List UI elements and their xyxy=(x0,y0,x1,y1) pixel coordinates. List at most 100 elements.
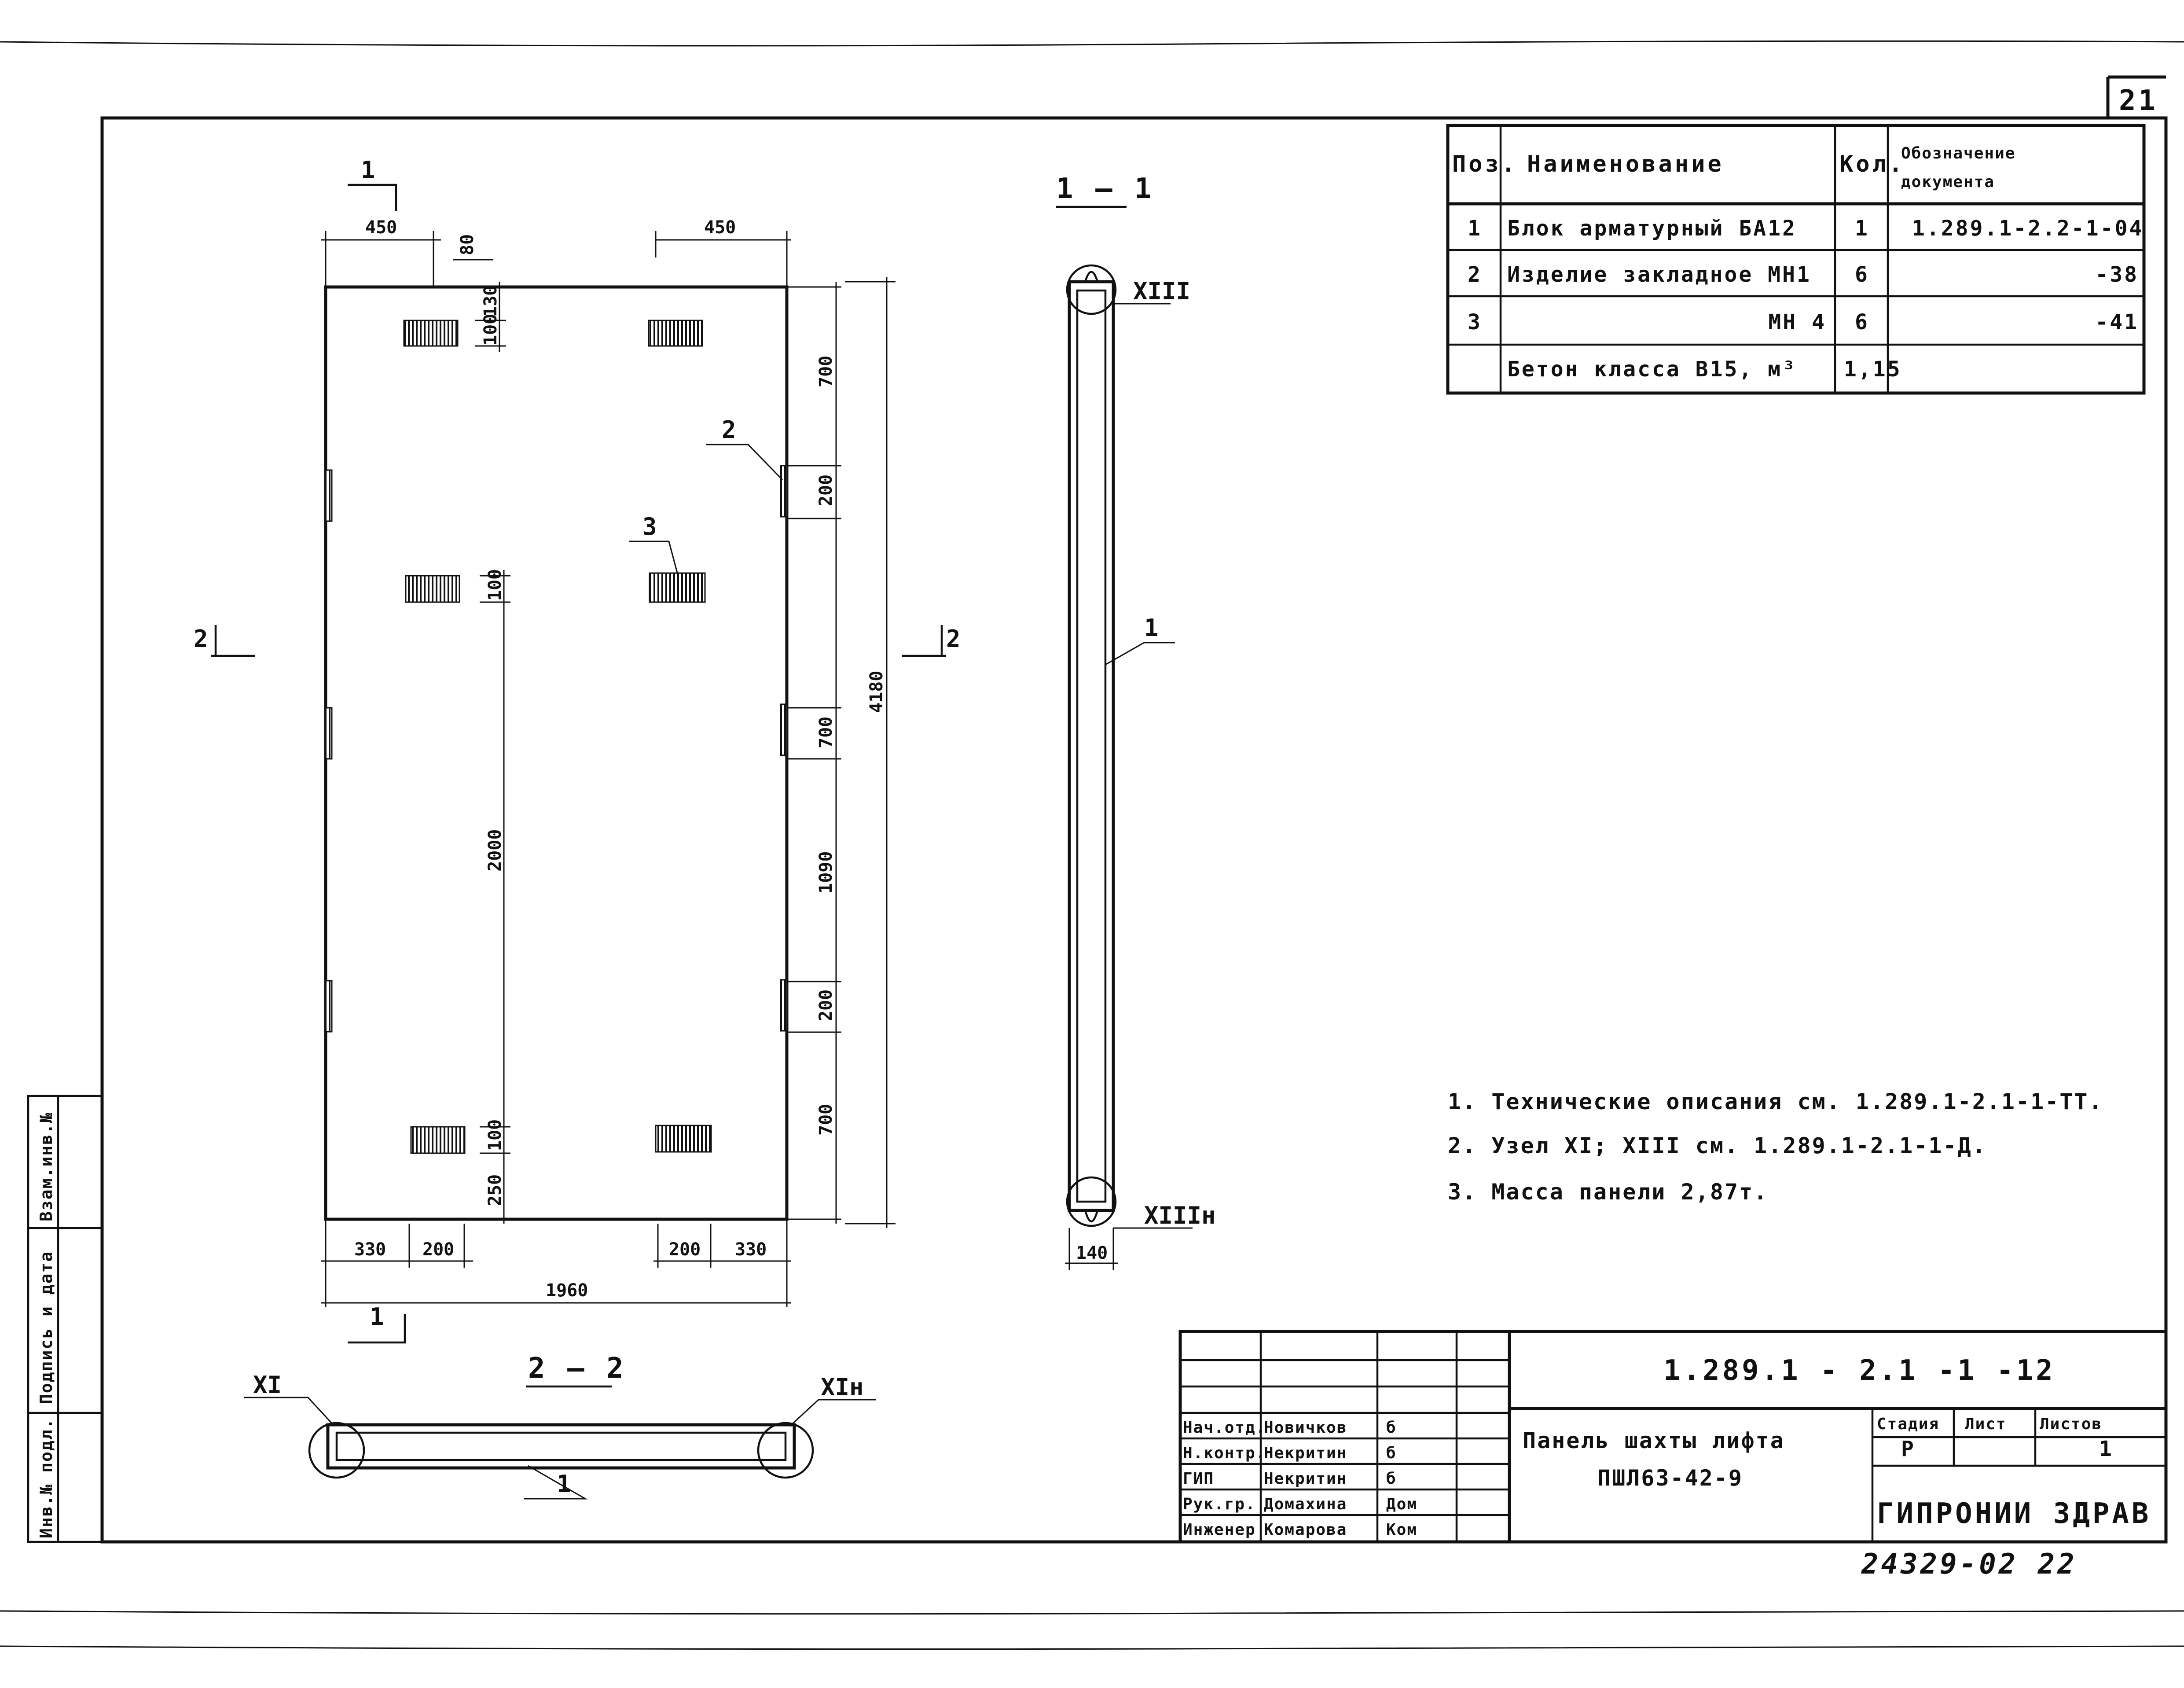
dim-bot-330-right: 330 xyxy=(735,1239,767,1260)
svg-text:1: 1 xyxy=(1144,614,1159,642)
spec-row-pos: 2 xyxy=(1468,262,1482,287)
dim-right-700-b: 700 xyxy=(816,717,836,748)
section-mark-1-top: 1 xyxy=(348,156,397,211)
section-1-1: 1 – 1 XIII XIIIн 1 140 xyxy=(1056,173,1216,1270)
svg-text:Некритин: Некритин xyxy=(1264,1444,1347,1462)
node-xiii-bottom: XIIIн xyxy=(1113,1202,1216,1229)
dim-right-4180: 4180 xyxy=(866,671,887,713)
callout-item-1-section-2: 1 xyxy=(524,1465,588,1500)
svg-text:Рук.гр.: Рук.гр. xyxy=(1183,1495,1256,1513)
svg-text:Домахина: Домахина xyxy=(1264,1495,1347,1513)
side-plate xyxy=(780,703,788,756)
node-xiii-top: XIII xyxy=(1113,277,1190,305)
dim-right-1090: 1090 xyxy=(816,851,836,894)
spec-row-pos: 3 xyxy=(1468,310,1482,335)
section-mark-2-right: 2 xyxy=(902,625,961,657)
svg-text:б: б xyxy=(1386,1419,1397,1437)
svg-text:XI: XI xyxy=(253,1371,282,1399)
section-2-2-title: 2 – 2 xyxy=(528,1352,626,1385)
svg-text:2: 2 xyxy=(946,625,961,653)
staff-row: Н.контр. Некритин б xyxy=(1183,1444,1397,1462)
dim-top-left: 450 xyxy=(365,217,397,238)
spec-row: 1 Блок арматурный БА12 1 1.289.1-2.2-1-0… xyxy=(1468,216,2144,241)
note-3: 3. Масса панели 2,87т. xyxy=(1448,1179,1768,1205)
section-1-1-title: 1 – 1 xyxy=(1056,173,1154,205)
scan-edge-lines xyxy=(0,40,2184,1650)
embed-part-mid-right xyxy=(649,572,706,603)
spec-row-doc: -41 xyxy=(2095,310,2139,335)
side-stamp-inv-podl: Инв.№ подл. xyxy=(37,1418,56,1538)
spec-row-name: Бетон класса В15, м³ xyxy=(1507,357,1797,382)
svg-text:3: 3 xyxy=(642,513,657,541)
drawing-name-line2: ПШЛ63-42-9 xyxy=(1597,1465,1743,1491)
sheets-label: Листов xyxy=(2040,1415,2102,1433)
spec-header-doc-line2: документа xyxy=(1901,173,1995,191)
spec-header-doc-line1: Обозначение xyxy=(1901,144,2015,162)
dim-right-200-a: 200 xyxy=(816,474,836,506)
section-mark-2-left: 2 xyxy=(194,625,255,657)
spec-header-qty: Кол. xyxy=(1839,151,1905,177)
dim-bot-200-left: 200 xyxy=(422,1239,454,1260)
dim-top-100: 100 xyxy=(481,314,501,346)
spec-row-name: МН 4 xyxy=(1768,310,1826,335)
side-plate xyxy=(325,980,333,1033)
callout-item-2: 2 xyxy=(706,416,783,481)
dim-right-700-c: 700 xyxy=(816,1104,836,1136)
svg-text:б: б xyxy=(1386,1444,1397,1462)
svg-text:1: 1 xyxy=(361,156,375,184)
sheet-frame xyxy=(100,116,2168,1544)
spec-row: 2 Изделие закладное МН1 6 -38 xyxy=(1468,262,2139,287)
dim-top-130: 130 xyxy=(481,285,501,317)
svg-text:ГИП: ГИП xyxy=(1183,1470,1214,1488)
dim-mid-100-b: 100 xyxy=(485,1119,505,1151)
dim-bottom: 330 200 200 330 1960 xyxy=(321,1219,791,1307)
notes: 1. Технические описания см. 1.289.1-2.1-… xyxy=(1448,1089,2102,1205)
stage-label: Стадия xyxy=(1877,1415,1939,1433)
archive-number: 24329-02 22 xyxy=(1861,1548,2077,1581)
staff-row: Рук.гр. Домахина Дом xyxy=(1183,1495,1417,1513)
svg-text:б: б xyxy=(1386,1470,1397,1488)
svg-text:Новичков: Новичков xyxy=(1264,1419,1347,1437)
drawing-code: 1.289.1 - 2.1 -1 -12 xyxy=(1663,1354,2056,1387)
svg-text:140: 140 xyxy=(1076,1243,1108,1263)
dim-bot-200-right: 200 xyxy=(669,1239,701,1260)
organization: ГИПРОНИИ ЗДРАВ xyxy=(1877,1497,2151,1530)
spec-row-qty: 6 xyxy=(1855,310,1869,335)
drawing-name-line1: Панель шахты лифта xyxy=(1523,1428,1785,1453)
side-plate xyxy=(780,979,788,1032)
embed-part-bot-left xyxy=(410,1126,466,1154)
spec-row-doc: -38 xyxy=(2095,262,2139,287)
staff-row: ГИП Некритин б xyxy=(1183,1470,1397,1488)
callout-item-1: 1 xyxy=(1105,614,1175,666)
spec-row-doc: 1.289.1-2.2-1-04 xyxy=(1912,216,2144,241)
spec-row-qty: 1,15 xyxy=(1844,357,1902,382)
side-stamp-vzam-inv: Взам.инв.№ xyxy=(37,1112,56,1221)
svg-text:Инженер: Инженер xyxy=(1183,1521,1256,1539)
title-block: 1.289.1 - 2.1 -1 -12 Панель шахты лифта … xyxy=(1178,1330,2168,1544)
spec-header-name: Наименование xyxy=(1527,151,1724,177)
dim-top-right: 450 xyxy=(704,217,736,238)
embed-part-bot-right xyxy=(655,1125,712,1153)
spec-table: Поз. Наименование Кол. Обозначение докум… xyxy=(1446,124,2146,395)
svg-text:XIIIн: XIIIн xyxy=(1144,1202,1216,1229)
svg-text:2: 2 xyxy=(194,625,208,653)
svg-text:1: 1 xyxy=(557,1470,571,1498)
dim-mid-250: 250 xyxy=(485,1174,505,1206)
sheet-label: Лист xyxy=(1965,1415,2007,1433)
panel-outline xyxy=(324,285,789,1221)
dim-mid-2000: 2000 xyxy=(485,829,505,872)
spec-row-qty: 1 xyxy=(1855,216,1869,241)
dim-top-80: 80 xyxy=(457,234,477,255)
svg-text:Комарова: Комарова xyxy=(1264,1521,1347,1539)
dim-right-overall: 4180 xyxy=(845,277,896,1228)
dim-top-vertical: 130 100 xyxy=(475,282,506,352)
dim-bot-330-left: 330 xyxy=(354,1239,386,1260)
section-2-2: 2 – 2 XI XIн 1 xyxy=(244,1352,876,1500)
callout-item-3: 3 xyxy=(629,513,679,575)
dim-right-200-b: 200 xyxy=(816,989,836,1021)
spec-row-name: Изделие закладное МН1 xyxy=(1507,262,1811,287)
spec-header-pos: Поз. xyxy=(1452,151,1518,177)
side-stamp-sign-date: Подпись и дата xyxy=(37,1251,56,1404)
svg-text:2: 2 xyxy=(722,416,736,444)
